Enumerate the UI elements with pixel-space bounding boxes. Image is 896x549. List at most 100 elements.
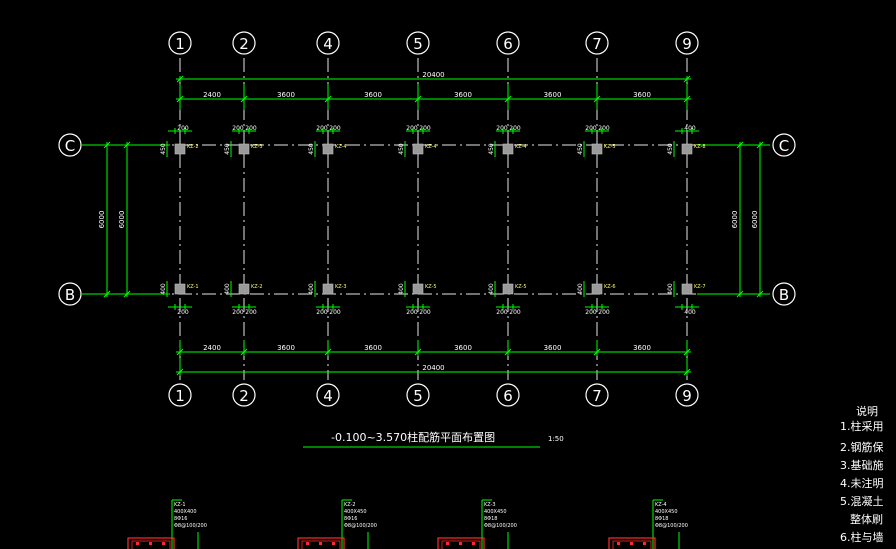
row-bubble-left-C-label: C [65, 137, 75, 155]
row-bubble-left-C[interactable]: C [58, 133, 82, 157]
section-outline [297, 537, 345, 549]
axis-bubble-bottom-1-label: 1 [175, 387, 185, 405]
row-bubble-right-B-circle [772, 282, 796, 306]
bay-dim-bottom-tick-3 [414, 348, 422, 356]
column-offset-text-left: 200 [316, 309, 328, 316]
note-item-6: 6.柱与墙 [840, 530, 884, 544]
column-label: KZ-5 [515, 284, 527, 290]
column-offset-text-right: 200 [509, 309, 521, 316]
axis-bubble-bottom-1[interactable]: 1 [168, 383, 192, 407]
row-bubble-right-B[interactable]: B [772, 282, 796, 306]
section-stirrup [131, 540, 171, 549]
section-line-2: Φ8@100/200 [174, 523, 207, 529]
axis-bubble-top-9[interactable]: 9 [675, 31, 699, 55]
row-bubble-left-B[interactable]: B [58, 282, 82, 306]
section-rebar [617, 542, 620, 545]
column-label: KZ-3 [335, 284, 347, 290]
row-dim-left-inner-text: 6000 [118, 211, 126, 229]
section-line-0: 400X450 [484, 509, 507, 515]
grid-axis-lines [82, 58, 770, 380]
axis-bubble-bottom-5[interactable]: 5 [406, 383, 430, 407]
axis-bubble-top-9-circle [675, 31, 699, 55]
axis-bubble-bottom-7[interactable]: 7 [585, 383, 609, 407]
bay-dim-top-text-2: 3600 [364, 91, 382, 99]
column-offset-text-right: 200 [329, 125, 341, 132]
plan-title: -0.100~3.570柱配筋平面布置图 [331, 430, 495, 444]
column-offset-text-right: 200 [509, 125, 521, 132]
bay-dim-bottom-text-0: 2400 [203, 344, 221, 352]
axis-bubble-bottom-4[interactable]: 4 [316, 383, 340, 407]
plan-scale: 1:50 [548, 435, 564, 443]
row-dim-right-inner-text: 6000 [731, 211, 739, 229]
axis-bubble-bottom-6[interactable]: 6 [496, 383, 520, 407]
axis-bubble-bottom-2[interactable]: 2 [232, 383, 256, 407]
section-rebar [319, 542, 322, 545]
section-outline [608, 537, 656, 549]
column-offset-text-left: 200 [406, 125, 418, 132]
section-rebar [446, 542, 449, 545]
axis-bubble-top-5[interactable]: 5 [406, 31, 430, 55]
axis-bubble-bottom-4-circle [316, 383, 340, 407]
bay-dim-top-tick-6 [683, 95, 691, 103]
note-item-2: 3.基础施 [840, 459, 884, 472]
axis-bubble-bottom-4-label: 4 [323, 387, 333, 405]
axis-bubble-top-2[interactable]: 2 [232, 31, 256, 55]
axis-bubble-top-5-label: 5 [413, 35, 423, 53]
note-item-1: 2.钢筋保 [840, 440, 884, 454]
column-label: KZ-4 [335, 144, 347, 150]
row-dim-left-outer-text: 6000 [98, 211, 106, 229]
plan-title-block: -0.100~3.570柱配筋平面布置图 1:50 [303, 430, 564, 448]
row-bubble-right-C-circle [772, 133, 796, 157]
column-depth-text: 450 [488, 143, 495, 155]
axis-bubble-top-9-label: 9 [682, 35, 692, 53]
row-bubble-right-B-label: B [779, 286, 789, 304]
bay-dim-top-tick-5 [593, 95, 601, 103]
bay-dim-top-tick-0 [176, 95, 184, 103]
column-offset-text-left: 200 [585, 125, 597, 132]
section-line-2: Φ8@100/200 [344, 523, 377, 529]
axis-bubble-bottom-9[interactable]: 9 [675, 383, 699, 407]
axis-bubble-top-2-label: 2 [239, 35, 249, 53]
axis-bubble-top-4[interactable]: 4 [316, 31, 340, 55]
note-item-5: 整体刷 [850, 512, 883, 526]
row-bubble-right-C[interactable]: C [772, 133, 796, 157]
section-stirrup [441, 540, 481, 549]
column-offset-text-right: 200 [419, 125, 431, 132]
axis-bubble-top-7[interactable]: 7 [585, 31, 609, 55]
bay-dim-bottom-tick-6 [683, 348, 691, 356]
axis-bubble-bottom-2-label: 2 [239, 387, 249, 405]
axis-bubble-bottom-9-label: 9 [682, 387, 692, 405]
note-item-0: 1.柱采用 [840, 419, 884, 433]
axis-bubble-top-1[interactable]: 1 [168, 31, 192, 55]
column-depth-text: 400 [398, 283, 405, 295]
column-offset-text-right: 200 [329, 309, 341, 316]
column-depth-text: 450 [667, 143, 674, 155]
axis-bubble-bottom-6-label: 6 [503, 387, 513, 405]
axis-bubble-top-6[interactable]: 6 [496, 31, 520, 55]
bay-dim-top-text-0: 2400 [203, 91, 221, 99]
row-bubble-left-B-label: B [65, 286, 75, 304]
column-label: KZ-4 [425, 144, 437, 150]
column-offset-text: 200 [177, 309, 189, 316]
